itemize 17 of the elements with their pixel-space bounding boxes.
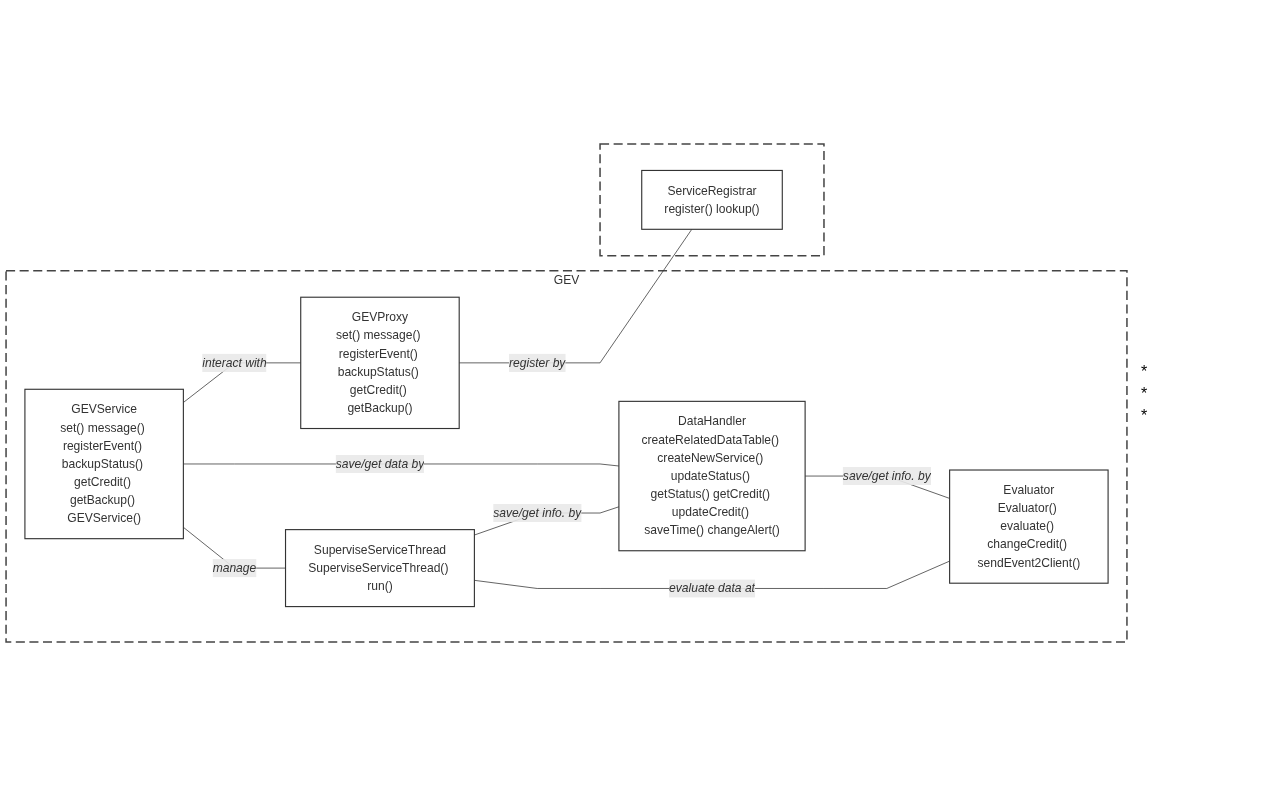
node-box: ServiceRegistrar register() lookup() bbox=[641, 170, 783, 231]
node-box: GEVProxy set() message() registerEvent() backupStatus() getCredit() getBackup() bbox=[300, 297, 460, 430]
edge-label: interact with bbox=[202, 356, 267, 370]
node-box: SuperviseServiceThread SuperviseServiceThread() run() bbox=[284, 529, 475, 608]
edge-label: save/get info. by bbox=[493, 506, 582, 520]
node-box: GEVService set() message() registerEvent() backupStatus() getCredit() getBackup() GEVService() bbox=[24, 389, 184, 540]
multiplicity-label: * bbox=[1141, 384, 1149, 403]
node-box: DataHandler createRelatedDataTable() createNewService() updateStatus() getStatus() getCredit() updateCredit() saveTime() changeAlert() bbox=[618, 401, 806, 552]
cluster bbox=[599, 143, 825, 257]
multiplicity-label: * bbox=[1141, 362, 1149, 381]
edge-label: save/get data by bbox=[335, 457, 425, 471]
edge-label: save/get info. by bbox=[842, 469, 931, 483]
node-box: Evaluator Evaluator() evaluate() changeCredit() sendEvent2Client() bbox=[949, 469, 1109, 585]
edge-label: register by bbox=[509, 356, 566, 370]
edge-label: evaluate data at bbox=[669, 582, 755, 595]
multiplicity-label: * bbox=[1141, 406, 1149, 425]
edge-label: manage bbox=[212, 561, 257, 575]
